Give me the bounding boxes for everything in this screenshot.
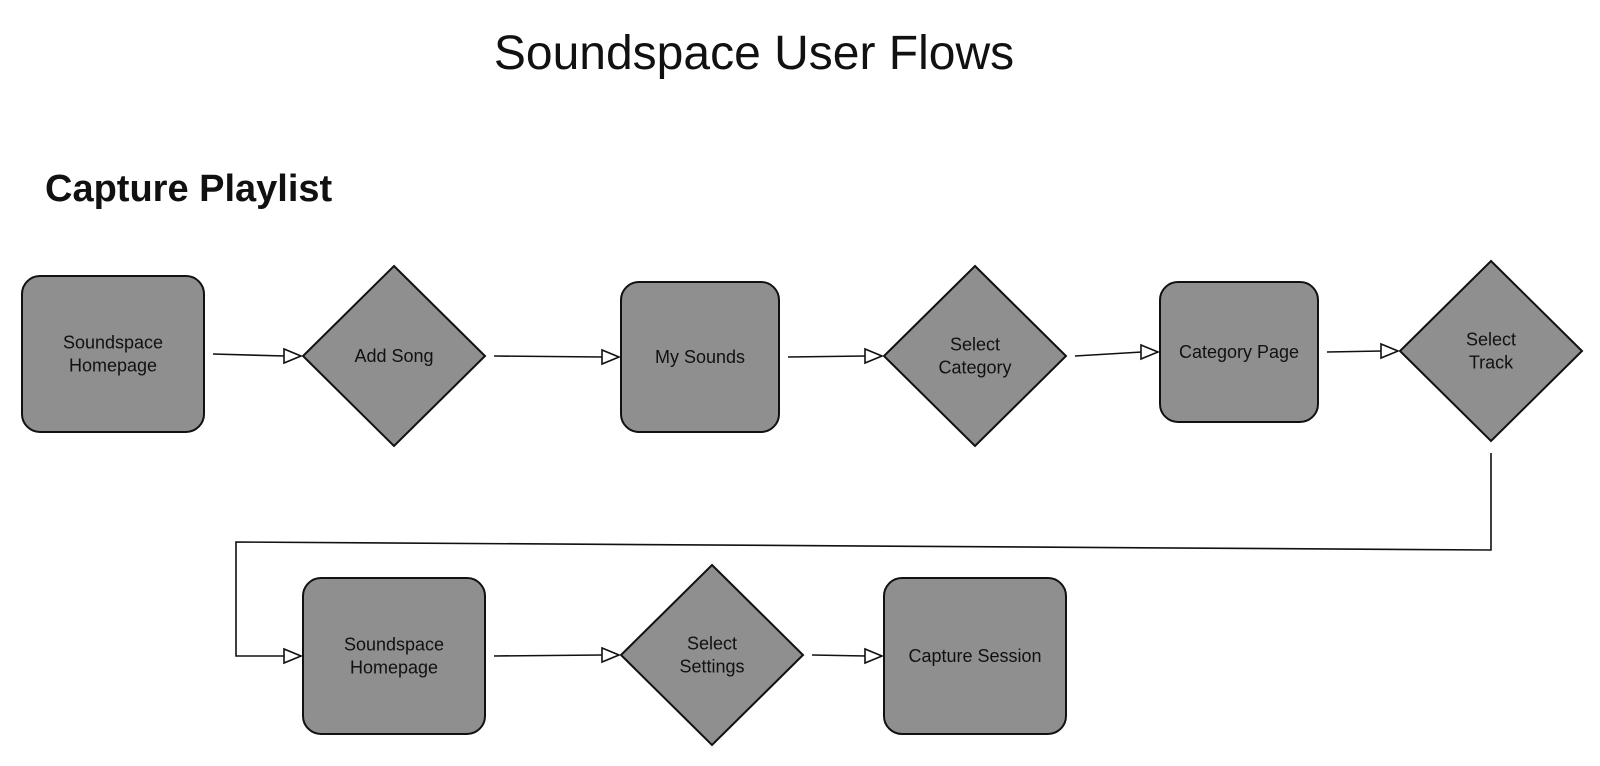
edges-layer <box>212 342 1492 665</box>
node-label: Select <box>687 634 737 654</box>
flow-arrow <box>212 347 304 365</box>
decision-diamond <box>882 264 1068 448</box>
arrowhead <box>1140 343 1161 361</box>
flow-arrow <box>493 348 622 366</box>
process-box <box>1159 281 1319 423</box>
arrowhead <box>283 347 304 365</box>
node-label: Homepage <box>350 658 438 678</box>
node-label: Track <box>1469 353 1514 373</box>
node-label: Soundspace <box>344 635 444 655</box>
flow-arrow <box>235 453 1492 665</box>
flow-arrow <box>1074 343 1161 361</box>
node-label: My Sounds <box>655 347 745 367</box>
process-node: Capture Session <box>883 577 1067 735</box>
node-label: Select <box>1466 330 1516 350</box>
flow-arrow <box>493 646 622 664</box>
arrowhead <box>1380 342 1401 360</box>
process-node: My Sounds <box>620 281 780 433</box>
connector-line <box>1074 351 1143 357</box>
connector-line <box>1326 350 1383 353</box>
connector-line <box>787 355 867 358</box>
process-box <box>883 577 1067 735</box>
node-label: Category Page <box>1179 342 1299 362</box>
arrowhead <box>283 647 304 665</box>
arrowhead <box>601 646 622 664</box>
node-label: Category <box>938 358 1011 378</box>
decision-diamond <box>301 264 487 448</box>
connector-line <box>493 654 604 657</box>
decision-diamond <box>619 563 805 747</box>
flow-arrow <box>811 647 885 665</box>
node-label: Select <box>950 335 1000 355</box>
flow-arrow <box>1326 342 1401 360</box>
arrowhead <box>864 647 885 665</box>
node-label: Homepage <box>69 356 157 376</box>
connector-line <box>811 654 867 657</box>
node-label: Settings <box>679 657 744 677</box>
process-box <box>302 577 486 735</box>
arrowhead <box>864 347 885 365</box>
section-title: Capture Playlist <box>45 168 333 210</box>
diagram-title: Soundspace User Flows <box>493 27 1015 80</box>
flow-arrow <box>787 347 885 365</box>
process-box <box>620 281 780 433</box>
connector-line <box>493 355 604 358</box>
node-label: Add Song <box>354 346 433 366</box>
connector-line <box>235 453 1492 657</box>
decision-diamond <box>1398 259 1584 443</box>
connector-line <box>212 353 286 357</box>
node-label: Soundspace <box>63 333 163 353</box>
process-node: Category Page <box>1159 281 1319 423</box>
arrowhead <box>601 348 622 366</box>
process-box <box>21 275 205 433</box>
decision-node: Add Song <box>301 264 487 448</box>
node-label: Capture Session <box>908 646 1041 666</box>
